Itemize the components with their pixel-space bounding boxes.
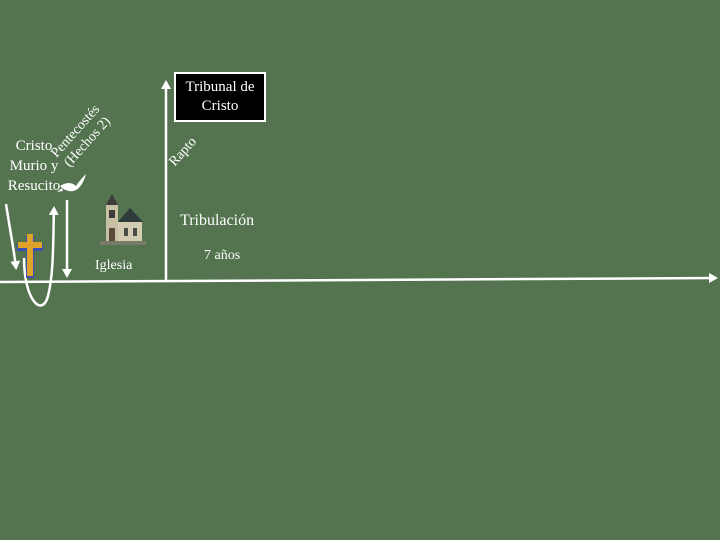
cross-icon — [17, 234, 43, 278]
resurrection-curve — [22, 206, 59, 307]
death-resurrection-loop — [4, 203, 21, 270]
dove-icon — [57, 174, 86, 192]
iglesia-label: Iglesia — [95, 258, 133, 273]
cristo-label: Cristo Murio y Resucito — [7, 138, 61, 194]
church-icon — [100, 194, 146, 245]
duracion-label: 7 años — [204, 248, 241, 263]
tribulacion-label: Tribulación — [180, 212, 255, 229]
tribunal-box: Tribunal de Cristo — [174, 72, 266, 122]
timeline-axis — [0, 273, 718, 284]
